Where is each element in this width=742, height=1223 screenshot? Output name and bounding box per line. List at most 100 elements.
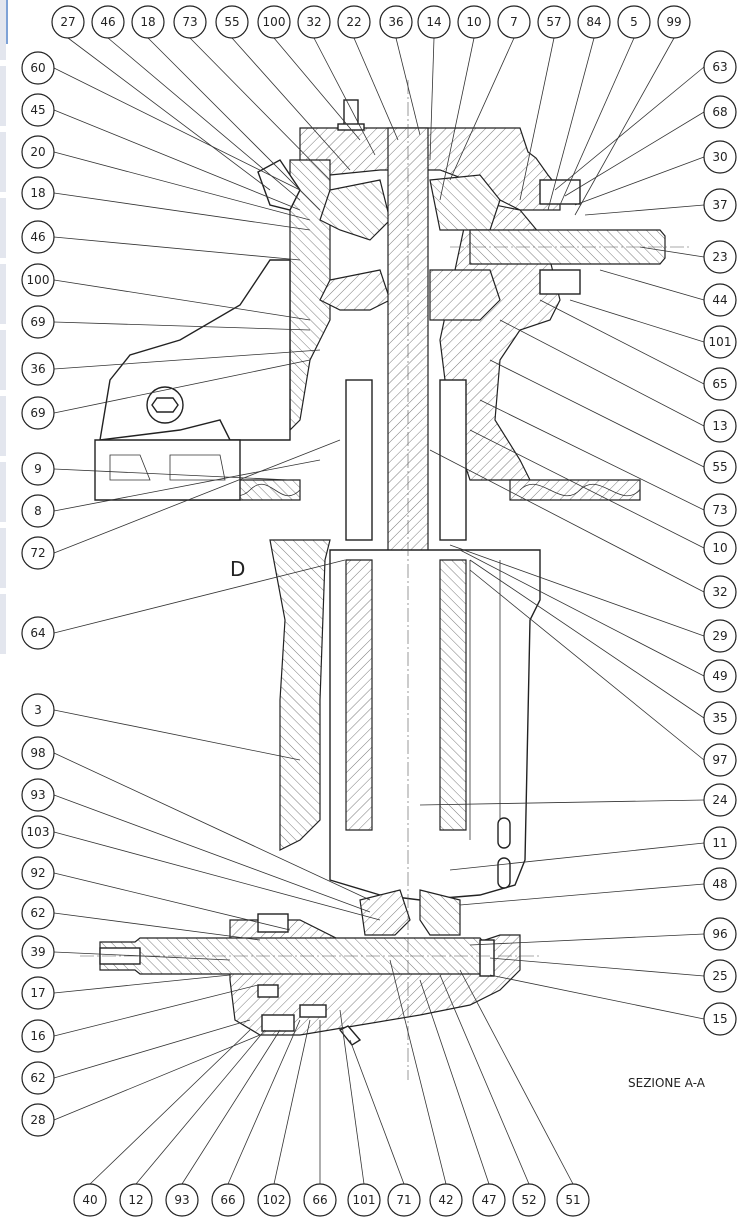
callout-circle bbox=[703, 367, 737, 401]
callout-left-7: 36 bbox=[21, 352, 55, 386]
callout-circle bbox=[577, 5, 611, 39]
leader-right-14 bbox=[459, 549, 705, 677]
callout-number: 66 bbox=[312, 1193, 327, 1207]
callout-top-5: 100 bbox=[257, 5, 291, 39]
callout-circle bbox=[337, 5, 371, 39]
callout-number: 8 bbox=[34, 504, 42, 518]
callout-number: 46 bbox=[30, 230, 45, 244]
callout-circle bbox=[21, 135, 55, 169]
inner-sleeve-left bbox=[345, 559, 373, 831]
callout-circle bbox=[215, 5, 249, 39]
callout-number: 24 bbox=[712, 793, 727, 807]
callout-number: 46 bbox=[100, 15, 115, 29]
leader-bottom-6 bbox=[339, 1009, 365, 1185]
leader-right-15 bbox=[469, 559, 705, 719]
callout-number: 57 bbox=[546, 15, 561, 29]
leader-top-12 bbox=[519, 37, 555, 201]
callout-right-8: 13 bbox=[703, 409, 737, 443]
leader-left-11 bbox=[53, 439, 341, 554]
callout-number: 96 bbox=[712, 927, 727, 941]
leader-top-9 bbox=[429, 37, 435, 161]
leader-top-14 bbox=[559, 37, 635, 206]
callout-circle bbox=[703, 283, 737, 317]
leader-top-1 bbox=[107, 37, 301, 201]
lower-bevel-gear bbox=[359, 889, 411, 936]
callout-number: 101 bbox=[709, 335, 732, 349]
callout-number: 63 bbox=[712, 60, 727, 74]
lower-bevel-gear-right bbox=[419, 889, 461, 936]
callout-circle bbox=[73, 1183, 107, 1217]
callout-circle bbox=[21, 815, 55, 849]
callout-left-11: 72 bbox=[21, 536, 55, 570]
leader-right-5 bbox=[599, 269, 705, 301]
callout-circle bbox=[703, 917, 737, 951]
leader-left-8 bbox=[53, 359, 311, 414]
top-bolt-washer bbox=[337, 123, 365, 131]
inner-sleeve-right bbox=[439, 559, 467, 831]
callout-circle bbox=[657, 5, 691, 39]
callout-number: 5 bbox=[630, 15, 638, 29]
callout-left-2: 20 bbox=[21, 135, 55, 169]
callout-right-10: 73 bbox=[703, 493, 737, 527]
callout-number: 7 bbox=[510, 15, 518, 29]
leader-top-3 bbox=[189, 37, 331, 181]
leader-lines bbox=[53, 37, 705, 1185]
callout-top-6: 32 bbox=[297, 5, 331, 39]
callout-top-11: 7 bbox=[497, 5, 531, 39]
callout-number: 30 bbox=[712, 150, 727, 164]
leader-left-6 bbox=[53, 321, 311, 331]
leader-bottom-1 bbox=[135, 1029, 266, 1185]
slot-upper bbox=[497, 817, 511, 849]
callout-circle bbox=[211, 1183, 245, 1217]
leader-left-4 bbox=[53, 236, 301, 261]
callout-circle bbox=[703, 619, 737, 653]
callout-circle bbox=[297, 5, 331, 39]
callout-circle bbox=[457, 5, 491, 39]
callout-right-12: 32 bbox=[703, 575, 737, 609]
callout-circle bbox=[617, 5, 651, 39]
callout-left-18: 62 bbox=[21, 896, 55, 930]
callout-left-8: 69 bbox=[21, 396, 55, 430]
callout-circle bbox=[21, 736, 55, 770]
callout-number: 100 bbox=[27, 273, 50, 287]
callout-left-20: 17 bbox=[21, 976, 55, 1010]
callout-circle bbox=[537, 5, 571, 39]
callout-left-9: 9 bbox=[21, 452, 55, 486]
leader-bottom-11 bbox=[459, 969, 574, 1185]
callout-circle bbox=[703, 531, 737, 565]
callout-number: 35 bbox=[712, 711, 727, 725]
callout-bottom-7: 71 bbox=[387, 1183, 421, 1217]
callout-right-17: 24 bbox=[703, 783, 737, 817]
callout-number: 14 bbox=[426, 15, 441, 29]
callout-circle bbox=[703, 95, 737, 129]
lower-housing-body bbox=[329, 549, 541, 901]
leader-bottom-3 bbox=[227, 1019, 301, 1185]
callout-circle bbox=[21, 896, 55, 930]
leader-left-0 bbox=[53, 67, 301, 191]
callout-number: 16 bbox=[30, 1029, 45, 1043]
callout-bottom-11: 51 bbox=[556, 1183, 590, 1217]
callout-circle bbox=[21, 352, 55, 386]
callout-circle bbox=[703, 867, 737, 901]
callout-circle bbox=[472, 1183, 506, 1217]
bearing-right-top bbox=[539, 179, 581, 205]
callout-top-7: 22 bbox=[337, 5, 371, 39]
callout-circle bbox=[21, 1103, 55, 1137]
callout-circle bbox=[165, 1183, 199, 1217]
callout-number: 68 bbox=[712, 105, 727, 119]
leader-top-7 bbox=[353, 37, 399, 141]
bevel-gear-right-lower bbox=[429, 269, 501, 321]
callout-circle bbox=[347, 1183, 381, 1217]
callout-right-21: 25 bbox=[703, 959, 737, 993]
callout-circle bbox=[703, 50, 737, 84]
callout-right-22: 15 bbox=[703, 1002, 737, 1036]
leader-right-2 bbox=[574, 156, 705, 206]
bevel-gear-upper bbox=[319, 179, 391, 241]
callout-circle bbox=[703, 659, 737, 693]
leader-top-10 bbox=[439, 37, 475, 201]
callout-number: 51 bbox=[565, 1193, 580, 1207]
leader-left-16 bbox=[53, 831, 381, 921]
callout-left-17: 92 bbox=[21, 856, 55, 890]
leader-left-12 bbox=[53, 559, 346, 634]
